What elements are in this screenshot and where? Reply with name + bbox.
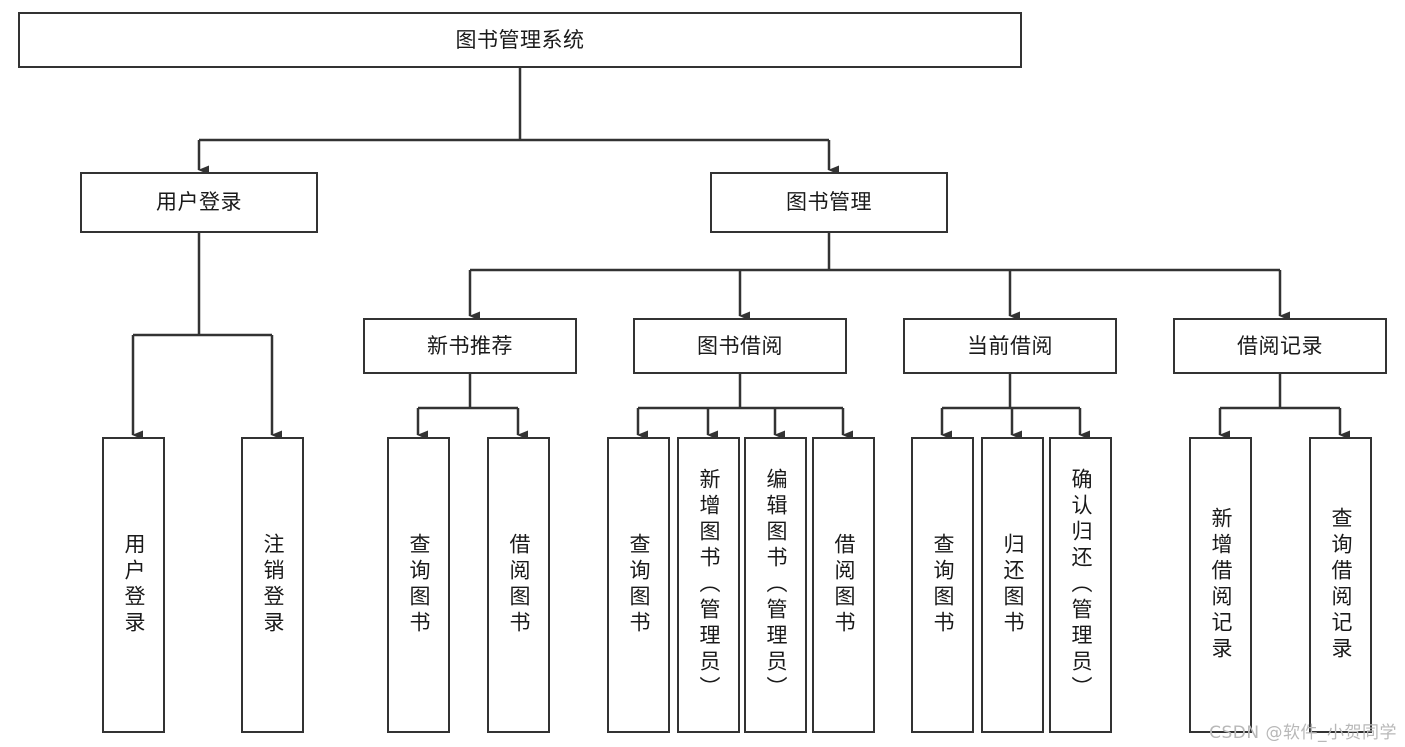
- node-label: 归还图书: [1001, 533, 1025, 637]
- node-current-borrow[interactable]: 当前借阅: [903, 318, 1117, 374]
- node-book-borrow[interactable]: 图书借阅: [633, 318, 847, 374]
- node-label: 编辑图书（管理员）: [764, 468, 788, 702]
- node-label: 图书管理: [786, 190, 872, 215]
- node-label: 用户登录: [122, 533, 146, 637]
- node-label: 新增借阅记录: [1209, 507, 1233, 663]
- node-label: 确认归还（管理员）: [1069, 468, 1093, 702]
- node-root[interactable]: 图书管理系统: [18, 12, 1022, 68]
- node-leaf-edit-book[interactable]: 编辑图书（管理员）: [744, 437, 807, 733]
- watermark-text: CSDN @软件_小贺同学: [1209, 723, 1397, 743]
- connector-lines: [131, 68, 1350, 440]
- node-label: 注销登录: [261, 533, 285, 637]
- node-leaf-query-book-3[interactable]: 查询图书: [911, 437, 974, 733]
- node-leaf-borrow-book-2[interactable]: 借阅图书: [812, 437, 875, 733]
- node-leaf-return-book[interactable]: 归还图书: [981, 437, 1044, 733]
- node-leaf-query-book-1[interactable]: 查询图书: [387, 437, 450, 733]
- node-label: 查询图书: [407, 533, 431, 637]
- node-label: 用户登录: [156, 190, 242, 215]
- node-leaf-add-book[interactable]: 新增图书（管理员）: [677, 437, 740, 733]
- node-label: 当前借阅: [967, 333, 1053, 358]
- node-label: 图书借阅: [697, 333, 783, 358]
- node-leaf-confirm-return[interactable]: 确认归还（管理员）: [1049, 437, 1112, 733]
- node-label: 查询借阅记录: [1329, 507, 1353, 663]
- node-label: 新书推荐: [427, 333, 513, 358]
- node-borrow-record[interactable]: 借阅记录: [1173, 318, 1387, 374]
- node-label: 查询图书: [627, 533, 651, 637]
- node-leaf-borrow-book-1[interactable]: 借阅图书: [487, 437, 550, 733]
- node-book-manage[interactable]: 图书管理: [710, 172, 948, 233]
- node-leaf-query-book-2[interactable]: 查询图书: [607, 437, 670, 733]
- node-leaf-add-record[interactable]: 新增借阅记录: [1189, 437, 1252, 733]
- node-label: 借阅图书: [832, 533, 856, 637]
- node-leaf-user-logout[interactable]: 注销登录: [241, 437, 304, 733]
- node-user-login[interactable]: 用户登录: [80, 172, 318, 233]
- node-label: 借阅图书: [507, 533, 531, 637]
- node-leaf-user-login[interactable]: 用户登录: [102, 437, 165, 733]
- node-leaf-query-record[interactable]: 查询借阅记录: [1309, 437, 1372, 733]
- node-new-book-rec[interactable]: 新书推荐: [363, 318, 577, 374]
- node-label: 借阅记录: [1237, 333, 1323, 358]
- node-label: 新增图书（管理员）: [697, 468, 721, 702]
- node-label: 图书管理系统: [455, 27, 585, 52]
- node-label: 查询图书: [931, 533, 955, 637]
